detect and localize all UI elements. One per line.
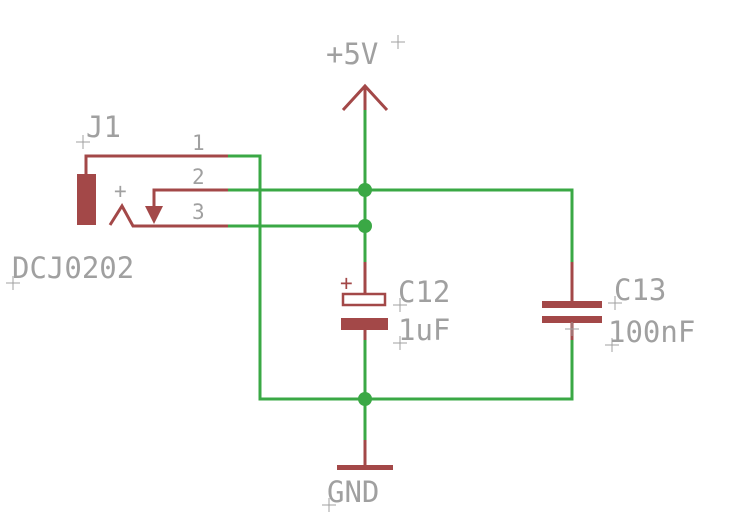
junction-pin3	[358, 219, 372, 233]
ground-symbol: GND	[322, 440, 393, 512]
supply-5v-symbol: +5V	[326, 35, 405, 112]
j1-value-cross	[6, 276, 20, 290]
c12-value-cross	[393, 336, 407, 350]
c13-value: 100nF	[608, 315, 695, 349]
c13-center-cross	[565, 322, 579, 336]
c12-polarity-mark: +	[340, 271, 353, 295]
ground-origin-cross	[322, 498, 336, 512]
junctions	[358, 183, 372, 406]
j1-value: DCJ0202	[12, 251, 134, 285]
ground-bar	[337, 465, 393, 470]
j1-pin2-lead	[152, 188, 228, 208]
c13-capacitor: C13 100nF	[542, 262, 695, 352]
j1-pin-1-label: 1	[192, 131, 205, 155]
c12-negative-plate	[341, 318, 388, 330]
c12-value: 1uF	[398, 313, 450, 347]
j1-polarity-mark: +	[114, 179, 127, 203]
j1-name-cross	[76, 135, 90, 149]
c12-name-cross	[393, 298, 407, 312]
c13-value-cross	[605, 338, 619, 352]
j1-name: J1	[86, 110, 121, 144]
c13-name: C13	[614, 273, 666, 307]
ground-label: GND	[327, 475, 379, 509]
j1-pin3-switch	[108, 203, 228, 228]
c12-capacitor: + C12 1uF	[340, 262, 450, 350]
junction-gnd	[358, 392, 372, 406]
supply-origin-cross	[391, 35, 405, 49]
c13-top-plate	[542, 301, 602, 308]
j1-pin1-lead	[84, 154, 228, 174]
j1-pin1-body	[77, 174, 96, 225]
j1-pin-3-label: 3	[192, 200, 205, 224]
c13-name-cross	[608, 296, 622, 310]
j1-dc-jack: + J1 1 2 3 DCJ0202	[6, 110, 228, 290]
j1-pin2-arrow	[145, 206, 163, 224]
c12-name: C12	[398, 275, 450, 309]
c13-bottom-plate	[542, 316, 602, 323]
supply-label: +5V	[326, 37, 378, 71]
c12-positive-plate	[341, 292, 387, 307]
junction-vcc	[358, 183, 372, 197]
j1-pin-2-label: 2	[192, 165, 205, 189]
